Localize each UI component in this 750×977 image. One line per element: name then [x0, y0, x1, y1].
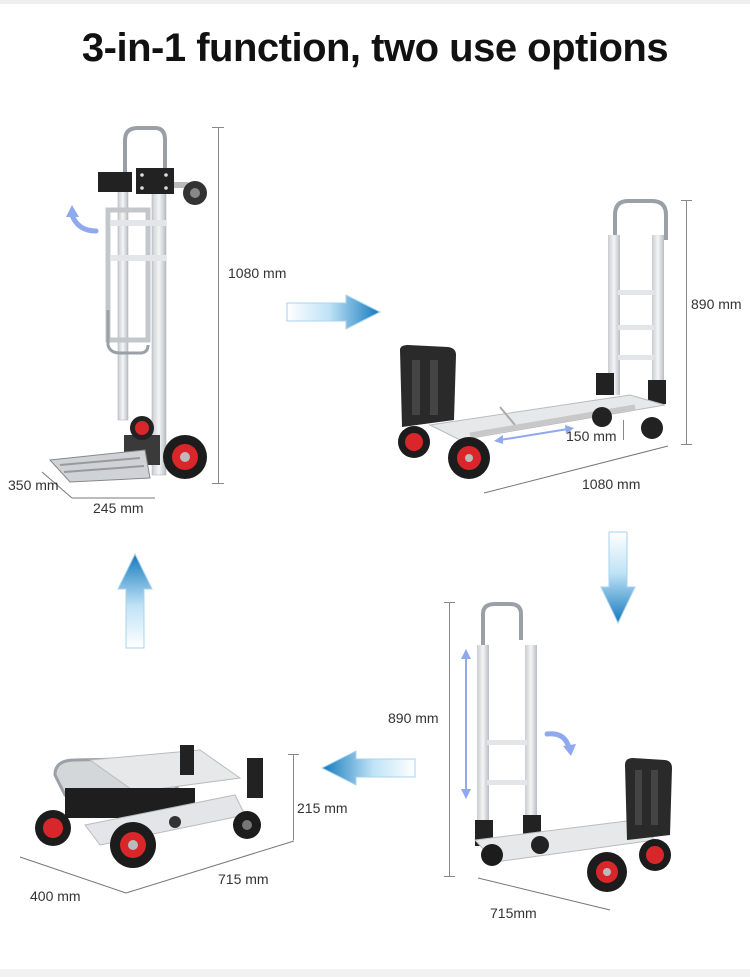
arrow-left-icon — [320, 750, 416, 786]
arrow-up-icon — [117, 552, 153, 649]
arrow-right-icon — [286, 294, 382, 330]
dimension-tick — [681, 200, 692, 201]
length-dimension-line — [477, 877, 611, 911]
extend-arrow-icon — [461, 649, 471, 799]
bottom-border — [0, 969, 750, 977]
extend-arrow-icon — [494, 425, 574, 444]
rotate-arrow-icon — [66, 205, 99, 234]
platform-cart-short-image — [473, 602, 672, 892]
rotate-arrow-icon — [544, 731, 576, 756]
dimension-tick — [444, 876, 455, 877]
dim-folded-height: 215 mm — [297, 800, 348, 816]
dim-long-length: 1080 mm — [582, 476, 641, 492]
dim-upright-depth: 350 mm — [8, 477, 59, 493]
dimension-tick — [681, 444, 692, 445]
height-dimension-line — [686, 200, 687, 444]
dimension-tick — [212, 127, 224, 128]
dimension-tick — [288, 754, 299, 755]
folded-cart-image — [35, 745, 263, 868]
dim-folded-length: 715 mm — [218, 871, 269, 887]
dim-upright-height: 1080 mm — [228, 265, 287, 281]
height-dimension-line — [449, 602, 450, 876]
height-dimension-line — [293, 754, 294, 840]
length-dimension-line — [483, 445, 669, 494]
dim-short-height: 890 mm — [388, 710, 439, 726]
page-title: 3-in-1 function, two use options — [81, 26, 669, 70]
footprint-dimension-lines — [19, 840, 295, 894]
dim-long-clearance: 150 mm — [566, 428, 617, 444]
platform-cart-long-image — [398, 199, 668, 479]
dim-long-height: 890 mm — [691, 296, 742, 312]
dimension-tick — [444, 602, 455, 603]
hand-truck-upright-image — [48, 126, 207, 483]
top-border — [0, 0, 750, 4]
clearance-dimension-line — [623, 420, 624, 440]
dim-folded-width: 400 mm — [30, 888, 81, 904]
dim-short-length: 715mm — [490, 905, 537, 921]
dim-upright-width: 245 mm — [93, 500, 144, 516]
depth-dimension-line — [41, 471, 155, 499]
height-dimension-line — [218, 127, 219, 483]
dimension-tick — [212, 483, 224, 484]
arrow-down-icon — [600, 531, 636, 625]
